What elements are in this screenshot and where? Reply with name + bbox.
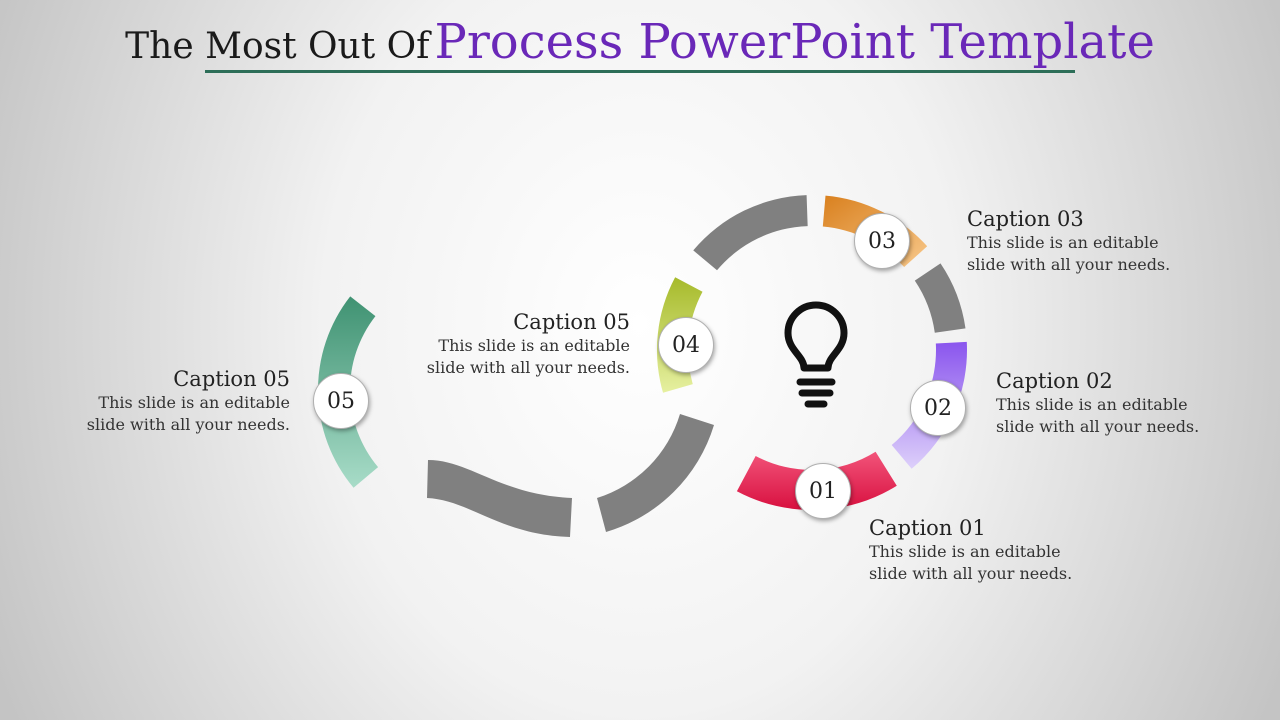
- caption-text-line: This slide is an editable: [967, 233, 1159, 252]
- caption-text-line: slide with all your needs.: [996, 417, 1200, 436]
- title-highlight: Process PowerPoint Template: [434, 14, 1155, 70]
- caption-title: Caption 02: [996, 369, 1113, 393]
- step-badge-01: 01: [795, 463, 851, 519]
- ring-connector: [693, 195, 808, 271]
- caption-text-line: slide with all your needs.: [967, 255, 1171, 274]
- caption-text-line: This slide is an editable: [869, 542, 1061, 561]
- ring-connector: [914, 263, 966, 333]
- caption-block-02: Caption 02 This slide is an editable sli…: [996, 368, 1199, 438]
- caption-block-04: Caption 05 This slide is an editable sli…: [400, 309, 630, 379]
- caption-block-03: Caption 03 This slide is an editable sli…: [967, 206, 1170, 276]
- ring-connector: [597, 414, 714, 532]
- lightbulb-icon: [784, 301, 848, 408]
- title-prefix: The Most Out Of: [125, 26, 430, 67]
- caption-title: Caption 01: [869, 516, 986, 540]
- step-badge-05: 05: [313, 373, 369, 429]
- caption-text-line: This slide is an editable: [996, 395, 1188, 414]
- title-underline: [205, 70, 1075, 73]
- caption-title: Caption 03: [967, 207, 1084, 231]
- caption-text-line: slide with all your needs.: [426, 358, 630, 377]
- wave-connector: [427, 460, 572, 537]
- caption-title: Caption 05: [513, 310, 630, 334]
- step-badge-03: 03: [854, 213, 910, 269]
- caption-text-line: slide with all your needs.: [869, 564, 1073, 583]
- caption-text-line: This slide is an editable: [98, 393, 290, 412]
- caption-block-05: Caption 05 This slide is an editable sli…: [60, 366, 290, 436]
- step-badge-04: 04: [658, 317, 714, 373]
- caption-title: Caption 05: [173, 367, 290, 391]
- step-badge-02: 02: [910, 380, 966, 436]
- caption-text-line: This slide is an editable: [438, 336, 630, 355]
- caption-text-line: slide with all your needs.: [86, 415, 290, 434]
- caption-block-01: Caption 01 This slide is an editable sli…: [869, 515, 1072, 585]
- slide-title: The Most Out Of Process PowerPoint Templ…: [0, 12, 1280, 83]
